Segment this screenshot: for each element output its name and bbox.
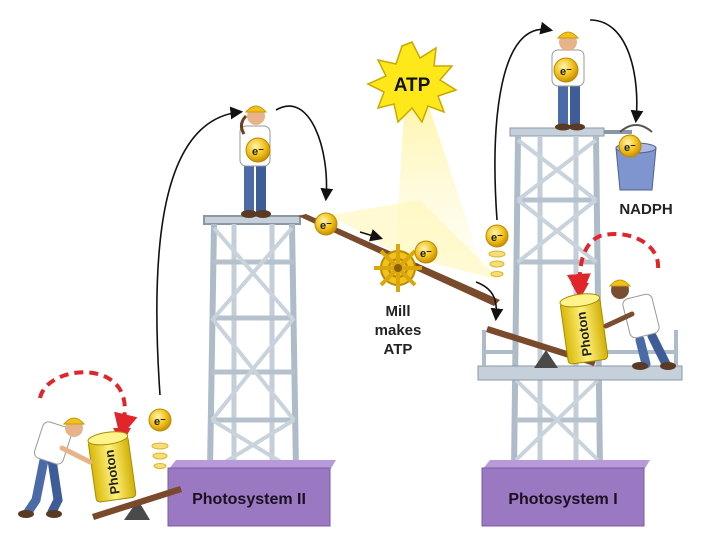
nadph-label: NADPH bbox=[619, 201, 672, 218]
svg-text:e⁻: e⁻ bbox=[154, 416, 166, 428]
mill-label-line-3: ATP bbox=[384, 341, 413, 358]
worker-figure-psii-top: e⁻ bbox=[239, 105, 271, 218]
svg-text:e⁻: e⁻ bbox=[491, 232, 503, 244]
mill-glow bbox=[330, 200, 500, 280]
photon-cylinder-right: Photon bbox=[559, 293, 609, 365]
mill-label-line-2: makes bbox=[375, 322, 422, 339]
worker-figure-left bbox=[18, 417, 93, 518]
photosystem-ii-label: Photosystem II bbox=[192, 491, 306, 508]
worker-figure-psi-top: e⁻ bbox=[551, 31, 585, 131]
atp-burst-label: ATP bbox=[394, 75, 431, 96]
svg-text:e⁻: e⁻ bbox=[252, 146, 264, 158]
photosystem-ii-base: Photosystem II bbox=[167, 460, 336, 527]
svg-text:e⁻: e⁻ bbox=[560, 66, 572, 78]
photosystem-i-base: Photosystem I bbox=[481, 460, 650, 527]
electron-ball-right-rising: e⁻ bbox=[485, 224, 509, 248]
photon-impact-arrows bbox=[38, 232, 661, 438]
photosystem-i-label: Photosystem I bbox=[508, 491, 617, 508]
mill-wheel-icon bbox=[374, 244, 422, 292]
svg-text:e⁻: e⁻ bbox=[624, 142, 636, 154]
photosystem-i-tower bbox=[477, 127, 683, 471]
electron-trail-left bbox=[151, 442, 169, 469]
electron-ball-mill: e⁻ bbox=[414, 240, 438, 264]
mill-label: Mill makes ATP bbox=[375, 303, 422, 358]
photon-label-right: Photon bbox=[574, 311, 595, 357]
bucket-icon: e⁻ bbox=[615, 124, 657, 191]
electron-trail-right bbox=[488, 250, 506, 277]
mill-label-line-1: Mill bbox=[386, 303, 411, 320]
electron-ball-ramp-top: e⁻ bbox=[314, 212, 338, 236]
photosystem-ii-tower bbox=[203, 215, 301, 472]
atp-burst-icon: ATP bbox=[366, 41, 458, 124]
electron-path-arrows bbox=[156, 19, 644, 396]
svg-text:e⁻: e⁻ bbox=[320, 220, 332, 232]
photon-label-left: Photon bbox=[102, 449, 123, 495]
photon-cylinder-left: Photon bbox=[87, 431, 137, 503]
seesaw-left bbox=[92, 486, 182, 520]
electron-ball-left-rising: e⁻ bbox=[148, 408, 172, 432]
worker-figure-right bbox=[603, 279, 676, 370]
svg-text:e⁻: e⁻ bbox=[420, 248, 432, 260]
red-arrowhead-right bbox=[571, 283, 589, 299]
